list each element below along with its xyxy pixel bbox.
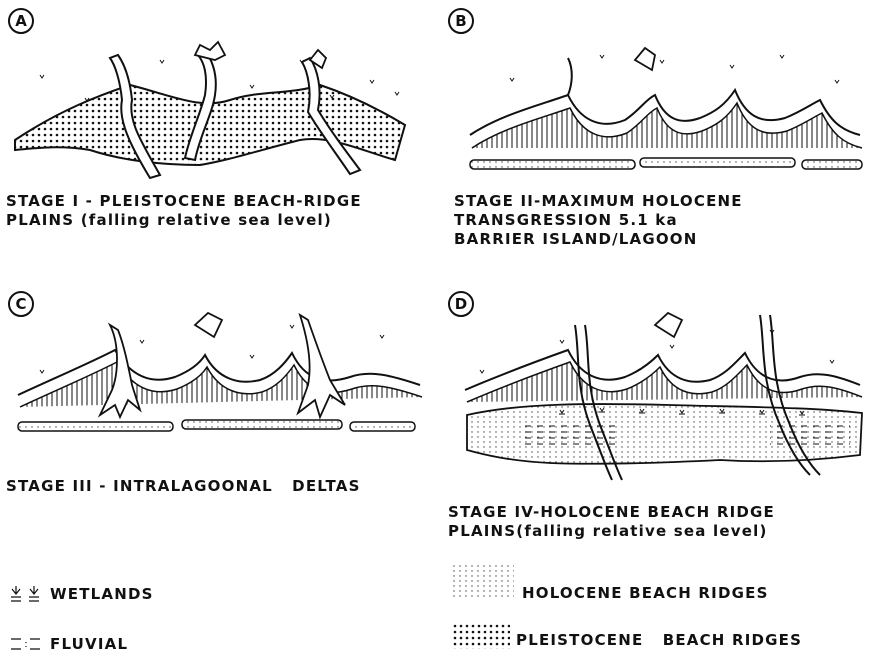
fluvial-swatch-icon: [8, 633, 48, 655]
holocene-swatch-icon: [452, 564, 514, 600]
stage-1-map: [0, 0, 430, 190]
legend-pleistocene-label: PLEISTOCENE BEACH RIDGES: [516, 631, 802, 649]
stage-4-map: [440, 285, 869, 485]
panel-stage-3: C STAGE III - INTRALAGOONAL DELTAS: [0, 285, 430, 495]
stage-2-caption-line-3: BARRIER ISLAND/LAGOON: [454, 230, 698, 249]
stage-2-caption-line-2: TRANSGRESSION 5.1 ka: [454, 211, 678, 230]
legend-holocene-beach-ridges: HOLOCENE BEACH RIDGES: [452, 572, 862, 594]
stage-4-caption-line-2: PLAINS(falling relative sea level): [448, 522, 768, 541]
pleistocene-swatch-icon: [452, 623, 510, 649]
stage-2-map: [440, 0, 869, 190]
stage-3-map: [0, 285, 430, 455]
stage-2-caption-line-1: STAGE II-MAXIMUM HOLOCENE: [454, 192, 743, 211]
panel-stage-4: D STAGE IV-HOLOCENE BEACH RIDGE PLAINS(f: [440, 285, 869, 575]
legend-wetlands-label: WETLANDS: [50, 585, 154, 603]
stage-4-caption-line-1: STAGE IV-HOLOCENE BEACH RIDGE: [448, 503, 775, 522]
stage-1-caption-line-2: PLAINS (falling relative sea level): [6, 211, 332, 230]
wetlands-swatch-icon: [8, 583, 48, 605]
legend-holocene-label: HOLOCENE BEACH RIDGES: [522, 584, 769, 602]
legend-pleistocene-beach-ridges: PLEISTOCENE BEACH RIDGES: [452, 625, 862, 647]
stage-3-caption-line-1: STAGE III - INTRALAGOONAL DELTAS: [6, 477, 361, 496]
panel-stage-1: A STAGE I - PLEISTOCENE BEACH-RIDGE PLAI…: [0, 0, 430, 260]
legend-fluvial: FLUVIAL: [8, 633, 308, 655]
stage-1-caption-line-1: STAGE I - PLEISTOCENE BEACH-RIDGE: [6, 192, 362, 211]
panel-stage-2: B STAGE II-MAXIMUM HOLOCENE TRANSGRESSIO…: [440, 0, 869, 260]
legend-wetlands: WETLANDS: [8, 583, 308, 605]
legend-fluvial-label: FLUVIAL: [50, 635, 128, 653]
